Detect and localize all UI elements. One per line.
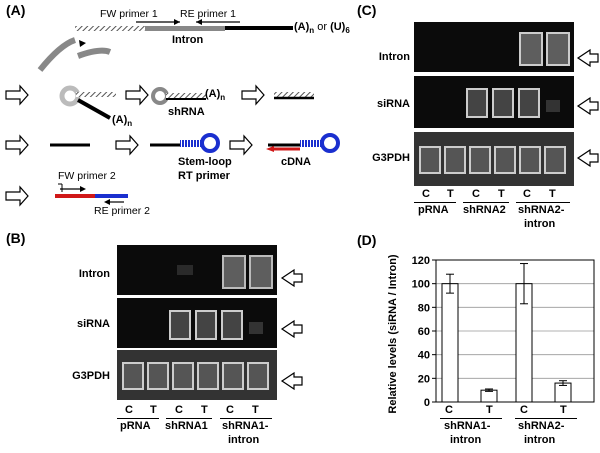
panel-c-group-shrna2: shRNA2 xyxy=(463,204,506,216)
chart-ylabel: Relative levels (siRNA / Intron) xyxy=(387,254,399,413)
panel-d-group-shrna1: shRNA1- xyxy=(444,420,491,432)
panel-c-row-sirna: siRNA xyxy=(376,98,410,110)
panel-a-letter: (A) xyxy=(6,2,26,18)
re-primer-2-label: RE primer 2 xyxy=(94,205,151,217)
chart-bar xyxy=(441,283,459,403)
chart-frame xyxy=(435,259,595,403)
panel-b-gel-sirna xyxy=(117,298,277,348)
panel-c-row-g3pdh: G3PDH xyxy=(372,152,410,164)
panel-b-group-shrna1: shRNA1 xyxy=(165,420,208,432)
panel-d-chart: Relative levels (siRNA / Intron) 0 20 40 60… xyxy=(387,254,595,414)
panel-c-row-intron: Intron xyxy=(378,51,410,63)
panel-d-letter: (D) xyxy=(357,232,377,248)
panel-b-gel-intron xyxy=(117,245,277,295)
fw-primer-2-label: FW primer 2 xyxy=(58,170,116,182)
chart-plot-area: 0 20 40 60 80 100 120 xyxy=(412,255,595,409)
cdna-label: cDNA xyxy=(281,156,311,168)
intron-label: Intron xyxy=(172,34,204,46)
chart-tick-label: 60 xyxy=(418,326,430,338)
panel-c-group-shrna2-intron: shRNA2- xyxy=(518,204,565,216)
chart-bar xyxy=(480,389,498,403)
chart-tick-label: 40 xyxy=(418,350,430,362)
chart-tick-label: 0 xyxy=(424,397,430,409)
panel-c-gel-intron xyxy=(414,22,574,72)
panel-b-group-shrna1-intron: shRNA1- xyxy=(222,420,269,432)
rt-primer-label: RT primer xyxy=(178,170,230,182)
panel-b-letter: (B) xyxy=(6,230,26,246)
chart-tick-label: 80 xyxy=(418,302,430,314)
panel-c-arrows xyxy=(576,48,599,168)
shrna-label: shRNA xyxy=(168,106,205,118)
panel-b-row-g3pdh: G3PDH xyxy=(72,370,110,382)
panel-b-group-intron: intron xyxy=(228,434,260,446)
stem-loop-label: Stem-loop xyxy=(178,156,232,168)
panel-d-group-shrna2: shRNA2- xyxy=(518,420,565,432)
panel-c-gel-g3pdh xyxy=(414,132,574,186)
panel-c-gel-sirna xyxy=(414,76,574,128)
re-primer-1-label: RE primer 1 xyxy=(180,8,237,20)
panel-b-row-sirna: siRNA xyxy=(76,318,110,330)
panel-c-lanes: C T C T C T xyxy=(422,188,556,200)
panel-b-group-prna: pRNA xyxy=(120,420,151,432)
fw-primer-1-label: FW primer 1 xyxy=(100,8,158,20)
panel-d-group-intron-1: intron xyxy=(450,434,482,446)
panel-d-group-intron-2: intron xyxy=(524,434,556,446)
poly-a-tail-label: (A)n or (U)6 xyxy=(294,21,350,36)
precursor-an-label: (A)n xyxy=(112,114,133,129)
panel-b-arrows xyxy=(280,268,303,391)
panel-c-group-intron: intron xyxy=(524,218,556,230)
panel-b-lanes: C T C T C T xyxy=(125,404,259,416)
chart-tick-label: 120 xyxy=(412,255,430,267)
shrna-an-label: (A)n xyxy=(205,88,226,103)
panel-b-row-intron: Intron xyxy=(78,268,110,280)
panel-c-group-prna: pRNA xyxy=(418,204,449,216)
panel-d-lanes: C T C T xyxy=(445,404,567,416)
chart-tick-label: 20 xyxy=(418,373,430,385)
panel-c-letter: (C) xyxy=(357,2,377,18)
panel-b-gel-g3pdh xyxy=(117,350,277,400)
hatched-segment xyxy=(75,26,145,31)
intron-segment xyxy=(145,26,225,31)
panel-a-schematic xyxy=(5,19,340,207)
chart-tick-label: 100 xyxy=(412,279,430,291)
